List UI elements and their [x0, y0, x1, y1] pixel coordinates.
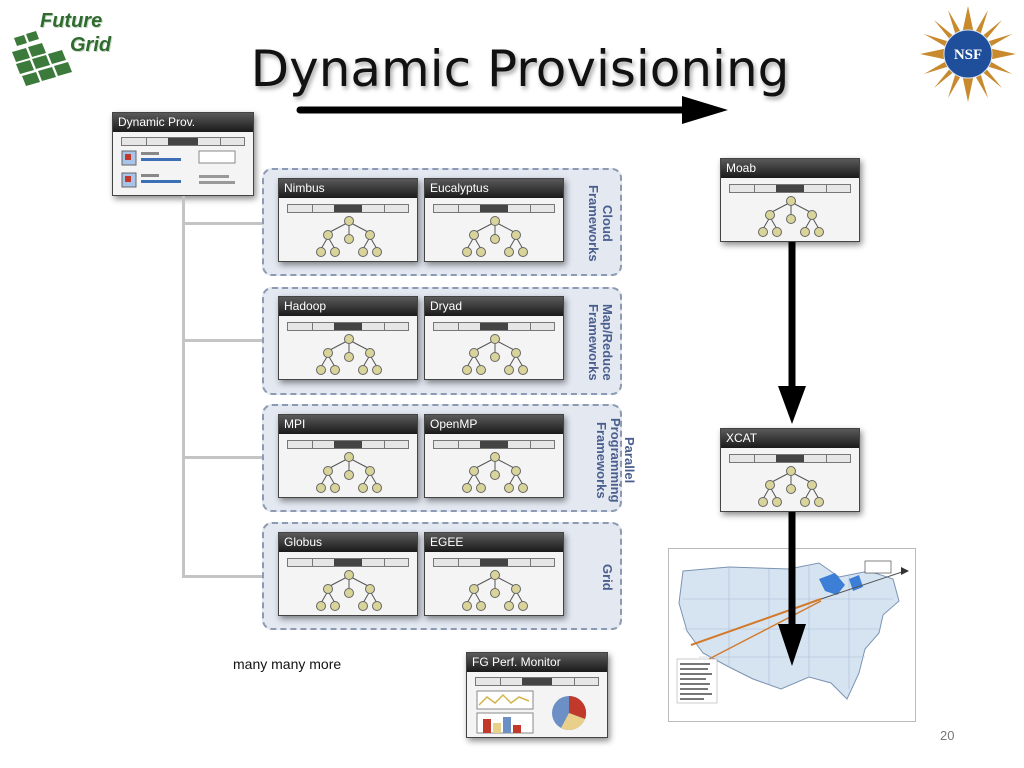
window-openmp: OpenMP — [424, 414, 564, 498]
window-egee: EGEE — [424, 532, 564, 616]
hierarchy-tree-icon — [314, 451, 384, 496]
arrow-moab-to-xcat — [778, 242, 806, 424]
dynamic-prov-window: Dynamic Prov. — [112, 112, 254, 196]
arrow-xcat-to-map — [778, 512, 806, 666]
hierarchy-tree-icon — [314, 215, 384, 260]
window-globus: Globus — [278, 532, 418, 616]
hierarchy-tree-icon — [314, 569, 384, 614]
page-number: 20 — [940, 728, 955, 743]
window-title: Nimbus — [279, 179, 417, 198]
title-arrow — [296, 96, 728, 124]
window-tabs — [121, 137, 245, 146]
hierarchy-tree-icon — [756, 465, 826, 510]
window-title: Hadoop — [279, 297, 417, 316]
window-nimbus: Nimbus — [278, 178, 418, 262]
window-title: MPI — [279, 415, 417, 434]
hierarchy-tree-icon — [460, 569, 530, 614]
window-tabs — [287, 440, 409, 449]
hierarchy-tree-icon — [460, 215, 530, 260]
note-text: many many more — [233, 656, 342, 672]
window-tabs — [729, 454, 851, 463]
connector-parallel — [182, 456, 264, 459]
window-title: FG Perf. Monitor — [467, 653, 607, 672]
connector-cloud — [182, 222, 264, 225]
group-label-grid: Grid — [600, 563, 615, 591]
window-title: OpenMP — [425, 415, 563, 434]
window-tabs — [433, 558, 555, 567]
hierarchy-tree-icon — [460, 333, 530, 378]
perf-monitor-window: FG Perf. Monitor — [466, 652, 608, 738]
window-title: Dynamic Prov. — [113, 113, 253, 132]
window-dryad: Dryad — [424, 296, 564, 380]
nsf-text: NSF — [954, 47, 982, 63]
window-xcat: XCAT — [720, 428, 860, 512]
window-tabs — [475, 677, 599, 686]
window-title: EGEE — [425, 533, 563, 552]
window-title: Globus — [279, 533, 417, 552]
window-eucalyptus: Eucalyptus — [424, 178, 564, 262]
monitor-charts-icon — [476, 690, 587, 734]
logo-text-future: Future — [40, 10, 103, 32]
nsf-seal-icon: NSF — [920, 6, 1016, 102]
window-mpi: MPI — [278, 414, 418, 498]
window-title: Moab — [721, 159, 859, 178]
nsf-logo: NSF — [918, 4, 1018, 104]
window-title: Dryad — [425, 297, 563, 316]
window-tabs — [433, 322, 555, 331]
hierarchy-tree-icon — [314, 333, 384, 378]
window-hadoop: Hadoop — [278, 296, 418, 380]
window-tabs — [729, 184, 851, 193]
window-title: Eucalyptus — [425, 179, 563, 198]
slide-title: Dynamic Provisioning — [250, 40, 790, 98]
futuregrid-logo: Future Grid — [8, 8, 138, 88]
hierarchy-tree-icon — [460, 451, 530, 496]
grid-logo-icon — [12, 31, 72, 86]
window-tabs — [287, 204, 409, 213]
window-tabs — [287, 322, 409, 331]
window-tabs — [287, 558, 409, 567]
connector-vertical — [182, 196, 185, 578]
window-moab: Moab — [720, 158, 860, 242]
window-title: XCAT — [721, 429, 859, 448]
window-tabs — [433, 204, 555, 213]
connector-mapreduce — [182, 339, 264, 342]
connector-grid — [182, 575, 264, 578]
hierarchy-tree-icon — [756, 195, 826, 240]
form-content-icon — [121, 150, 236, 188]
logo-text-grid: Grid — [70, 34, 112, 56]
window-tabs — [433, 440, 555, 449]
